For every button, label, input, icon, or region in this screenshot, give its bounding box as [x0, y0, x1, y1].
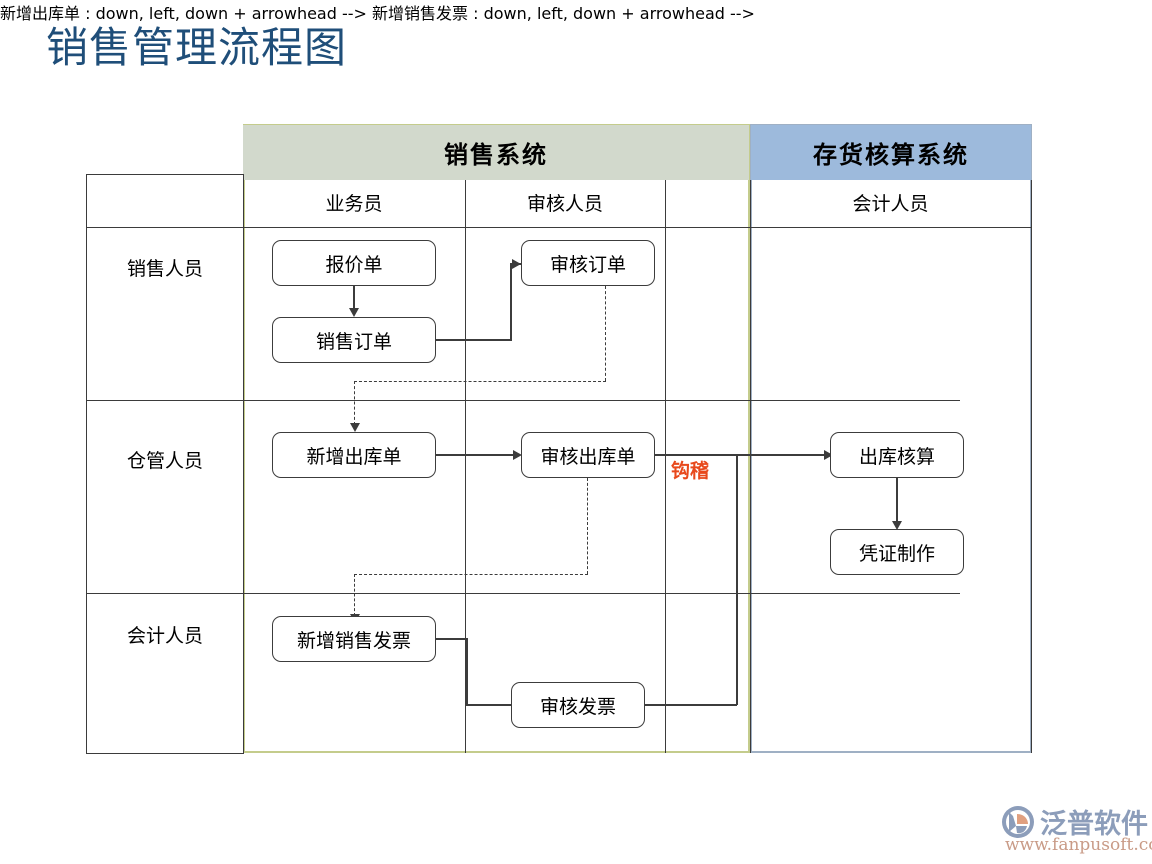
row-label-sales-staff: 销售人员 [126, 258, 203, 280]
connector-outbound-account-to-voucher [896, 478, 898, 522]
column-header-accountant: 会计人员 [852, 192, 929, 215]
node-new-outbound[interactable]: 新增出库单 [272, 432, 436, 478]
column-header-salesperson: 业务员 [325, 192, 383, 215]
node-voucher-create[interactable]: 凭证制作 [830, 529, 964, 575]
fanpusoft-logo-icon [1002, 806, 1034, 838]
connector-review-invoice-up [736, 454, 738, 705]
dashed-connector-review-order-left [354, 381, 606, 382]
node-review-invoice[interactable]: 审核发票 [511, 682, 645, 728]
connector-sales-order-right [436, 339, 512, 341]
connector-to-review-invoice [466, 704, 512, 706]
grid-line-bottom [86, 753, 243, 754]
row-label-warehouse-staff: 仓管人员 [126, 450, 203, 472]
column-header-reviewer: 审核人员 [526, 192, 603, 215]
dashed-connector-review-outbound-left [354, 574, 588, 575]
grid-line-col-salesperson [465, 180, 466, 753]
node-new-invoice[interactable]: 新增销售发票 [272, 616, 436, 662]
fanpusoft-brand-text: 泛普软件 [1040, 809, 1148, 840]
arrowhead-quotation-to-sales-order [349, 308, 359, 317]
node-review-order[interactable]: 审核订单 [521, 240, 655, 286]
arrowhead-to-outbound-account [824, 450, 833, 460]
dashed-connector-review-order-down [605, 286, 606, 381]
fanpusoft-url-text: www.fanpusoft.com [1005, 835, 1152, 855]
arrowhead-to-voucher-create [892, 521, 902, 530]
arrowhead-to-review-order [512, 259, 521, 269]
node-quotation[interactable]: 报价单 [272, 240, 436, 286]
connector-sales-order-up [510, 263, 512, 340]
connector-review-invoice-right [645, 704, 737, 706]
sales-system-header: 销售系统 [243, 125, 749, 180]
page-title: 销售管理流程图 [46, 23, 348, 72]
annotation-reconcile: 钩稽 [671, 460, 710, 482]
node-sales-order[interactable]: 销售订单 [272, 317, 436, 363]
grid-line-left-edge [86, 174, 87, 754]
dashed-connector-to-new-outbound [354, 381, 355, 425]
grid-line-col-reviewer [665, 180, 666, 753]
arrowhead-to-new-outbound [350, 423, 360, 432]
fanpusoft-logo: 泛普软件 www.fanpusoft.com [1000, 802, 1152, 860]
inventory-system-header: 存货核算系统 [751, 125, 1031, 180]
row-label-accounting-staff: 会计人员 [126, 625, 203, 647]
connector-new-invoice-right [436, 638, 468, 640]
connector-new-invoice-down [466, 638, 468, 705]
node-review-outbound[interactable]: 审核出库单 [521, 432, 655, 478]
grid-line-row2-row3 [86, 593, 960, 594]
grid-line-role-col [243, 174, 244, 754]
grid-line-system-boundary [750, 180, 751, 753]
node-outbound-account[interactable]: 出库核算 [830, 432, 964, 478]
grid-line-right-edge [1031, 180, 1032, 753]
connector-quotation-to-sales-order [353, 286, 355, 309]
grid-line-header-bottom [86, 227, 1032, 228]
dashed-connector-to-new-invoice [354, 574, 355, 616]
dashed-connector-review-outbound-down [587, 478, 588, 574]
connector-reconcile-to-outbound-account [655, 454, 829, 456]
grid-line-top-left [86, 174, 243, 175]
arrowhead-to-review-outbound [513, 450, 522, 460]
connector-new-outbound-to-review-outbound [436, 454, 518, 456]
grid-line-row1-row2 [86, 400, 960, 401]
